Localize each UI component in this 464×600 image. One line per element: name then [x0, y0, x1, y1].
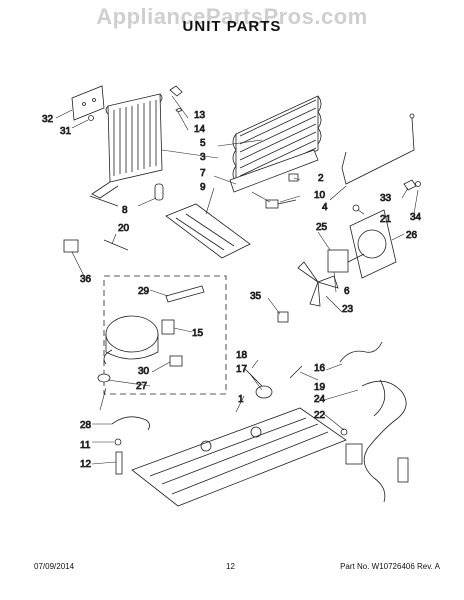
part-19-tube[interactable]: [289, 365, 303, 379]
part-27-grommet[interactable]: [97, 373, 111, 383]
part-14-spring[interactable]: [175, 108, 183, 112]
part-15-relay[interactable]: [161, 319, 175, 335]
callout-6: 6: [344, 286, 350, 297]
part-29-capacitor[interactable]: [165, 285, 205, 303]
part-17-valve-body[interactable]: [255, 385, 273, 399]
callout-7: 7: [200, 168, 206, 179]
part-31-screw[interactable]: [88, 115, 94, 121]
part-20-tube[interactable]: [103, 239, 129, 251]
part-34-screw[interactable]: [415, 181, 421, 187]
base-pan[interactable]: [131, 407, 347, 507]
callout-9: 9: [200, 182, 206, 193]
part-11-screw[interactable]: [114, 438, 122, 446]
callout-14: 14: [194, 124, 206, 135]
callout-34: 34: [410, 212, 422, 223]
compressor-group-box: [103, 275, 227, 395]
callout-18: 18: [236, 350, 248, 361]
callout-8: 8: [122, 205, 128, 216]
part-1-heater[interactable]: [341, 113, 415, 185]
part-21-screw[interactable]: [352, 204, 360, 212]
callout-33: 33: [380, 193, 392, 204]
callout-35: 35: [250, 291, 262, 302]
part-26-fan-shroud[interactable]: [349, 209, 397, 279]
callout-28: 28: [80, 420, 92, 431]
callout-23: 23: [342, 304, 354, 315]
part-16-hose[interactable]: [339, 341, 383, 363]
part-30-overload[interactable]: [169, 355, 183, 367]
part-33-clip[interactable]: [403, 179, 417, 191]
part-10-connector[interactable]: [265, 199, 297, 209]
callout-27: 27: [136, 381, 148, 392]
callout-32: 32: [42, 114, 54, 125]
callout-22: 22: [314, 410, 326, 421]
callout-20: 20: [118, 223, 130, 234]
callout-31: 31: [60, 126, 72, 137]
part-9-drain-pan[interactable]: [165, 203, 251, 259]
part-8-drier[interactable]: [154, 183, 164, 201]
callout-15: 15: [192, 328, 204, 339]
callout-4: 4: [322, 202, 328, 213]
part-7-bracket[interactable]: [229, 149, 319, 193]
part-5-evaporator[interactable]: [232, 95, 322, 189]
callout-1: 1: [238, 394, 244, 405]
callout-17: 17: [236, 364, 248, 375]
callout-10: 10: [314, 190, 326, 201]
callout-11: 11: [80, 440, 91, 451]
callout-5: 5: [200, 138, 206, 149]
part-12-leg[interactable]: [115, 451, 123, 475]
leader-lines: [55, 95, 419, 465]
part-3-condenser[interactable]: [89, 93, 163, 207]
part-36-pad[interactable]: [63, 239, 79, 253]
footer-page-number: 12: [226, 562, 235, 571]
callout-25: 25: [316, 222, 328, 233]
callout-21: 21: [380, 214, 392, 225]
callout-19: 19: [314, 382, 326, 393]
part-18-valve[interactable]: [243, 367, 263, 387]
part-25-fan-motor[interactable]: [327, 249, 365, 273]
part-32-plate[interactable]: [71, 85, 105, 121]
callout-2: 2: [318, 173, 324, 184]
part-22-screw[interactable]: [340, 428, 348, 436]
callout-26: 26: [406, 230, 418, 241]
compressor[interactable]: [103, 315, 159, 365]
callout-13: 13: [194, 110, 206, 121]
callout-24: 24: [314, 394, 326, 405]
callout-30: 30: [138, 366, 150, 377]
callout-36: 36: [80, 274, 92, 285]
callout-3: 3: [200, 152, 206, 163]
page-title: UNIT PARTS: [182, 18, 282, 35]
footer-date: 07/09/2014: [34, 562, 75, 571]
callout-29: 29: [138, 286, 150, 297]
part-24-wire-harness[interactable]: [345, 379, 409, 503]
footer-part-number: Part No. W10726406 Rev. A: [340, 562, 440, 571]
part-35-clip[interactable]: [277, 311, 289, 323]
callout-16: 16: [314, 363, 326, 374]
part-28-wire[interactable]: [111, 416, 150, 431]
part-13-clip[interactable]: [169, 85, 183, 97]
watermark: AppliancePartsPros.com: [96, 4, 368, 29]
part-2-clip[interactable]: [288, 173, 299, 182]
part-23-fan-blade[interactable]: [297, 261, 339, 307]
callout-12: 12: [80, 459, 92, 470]
